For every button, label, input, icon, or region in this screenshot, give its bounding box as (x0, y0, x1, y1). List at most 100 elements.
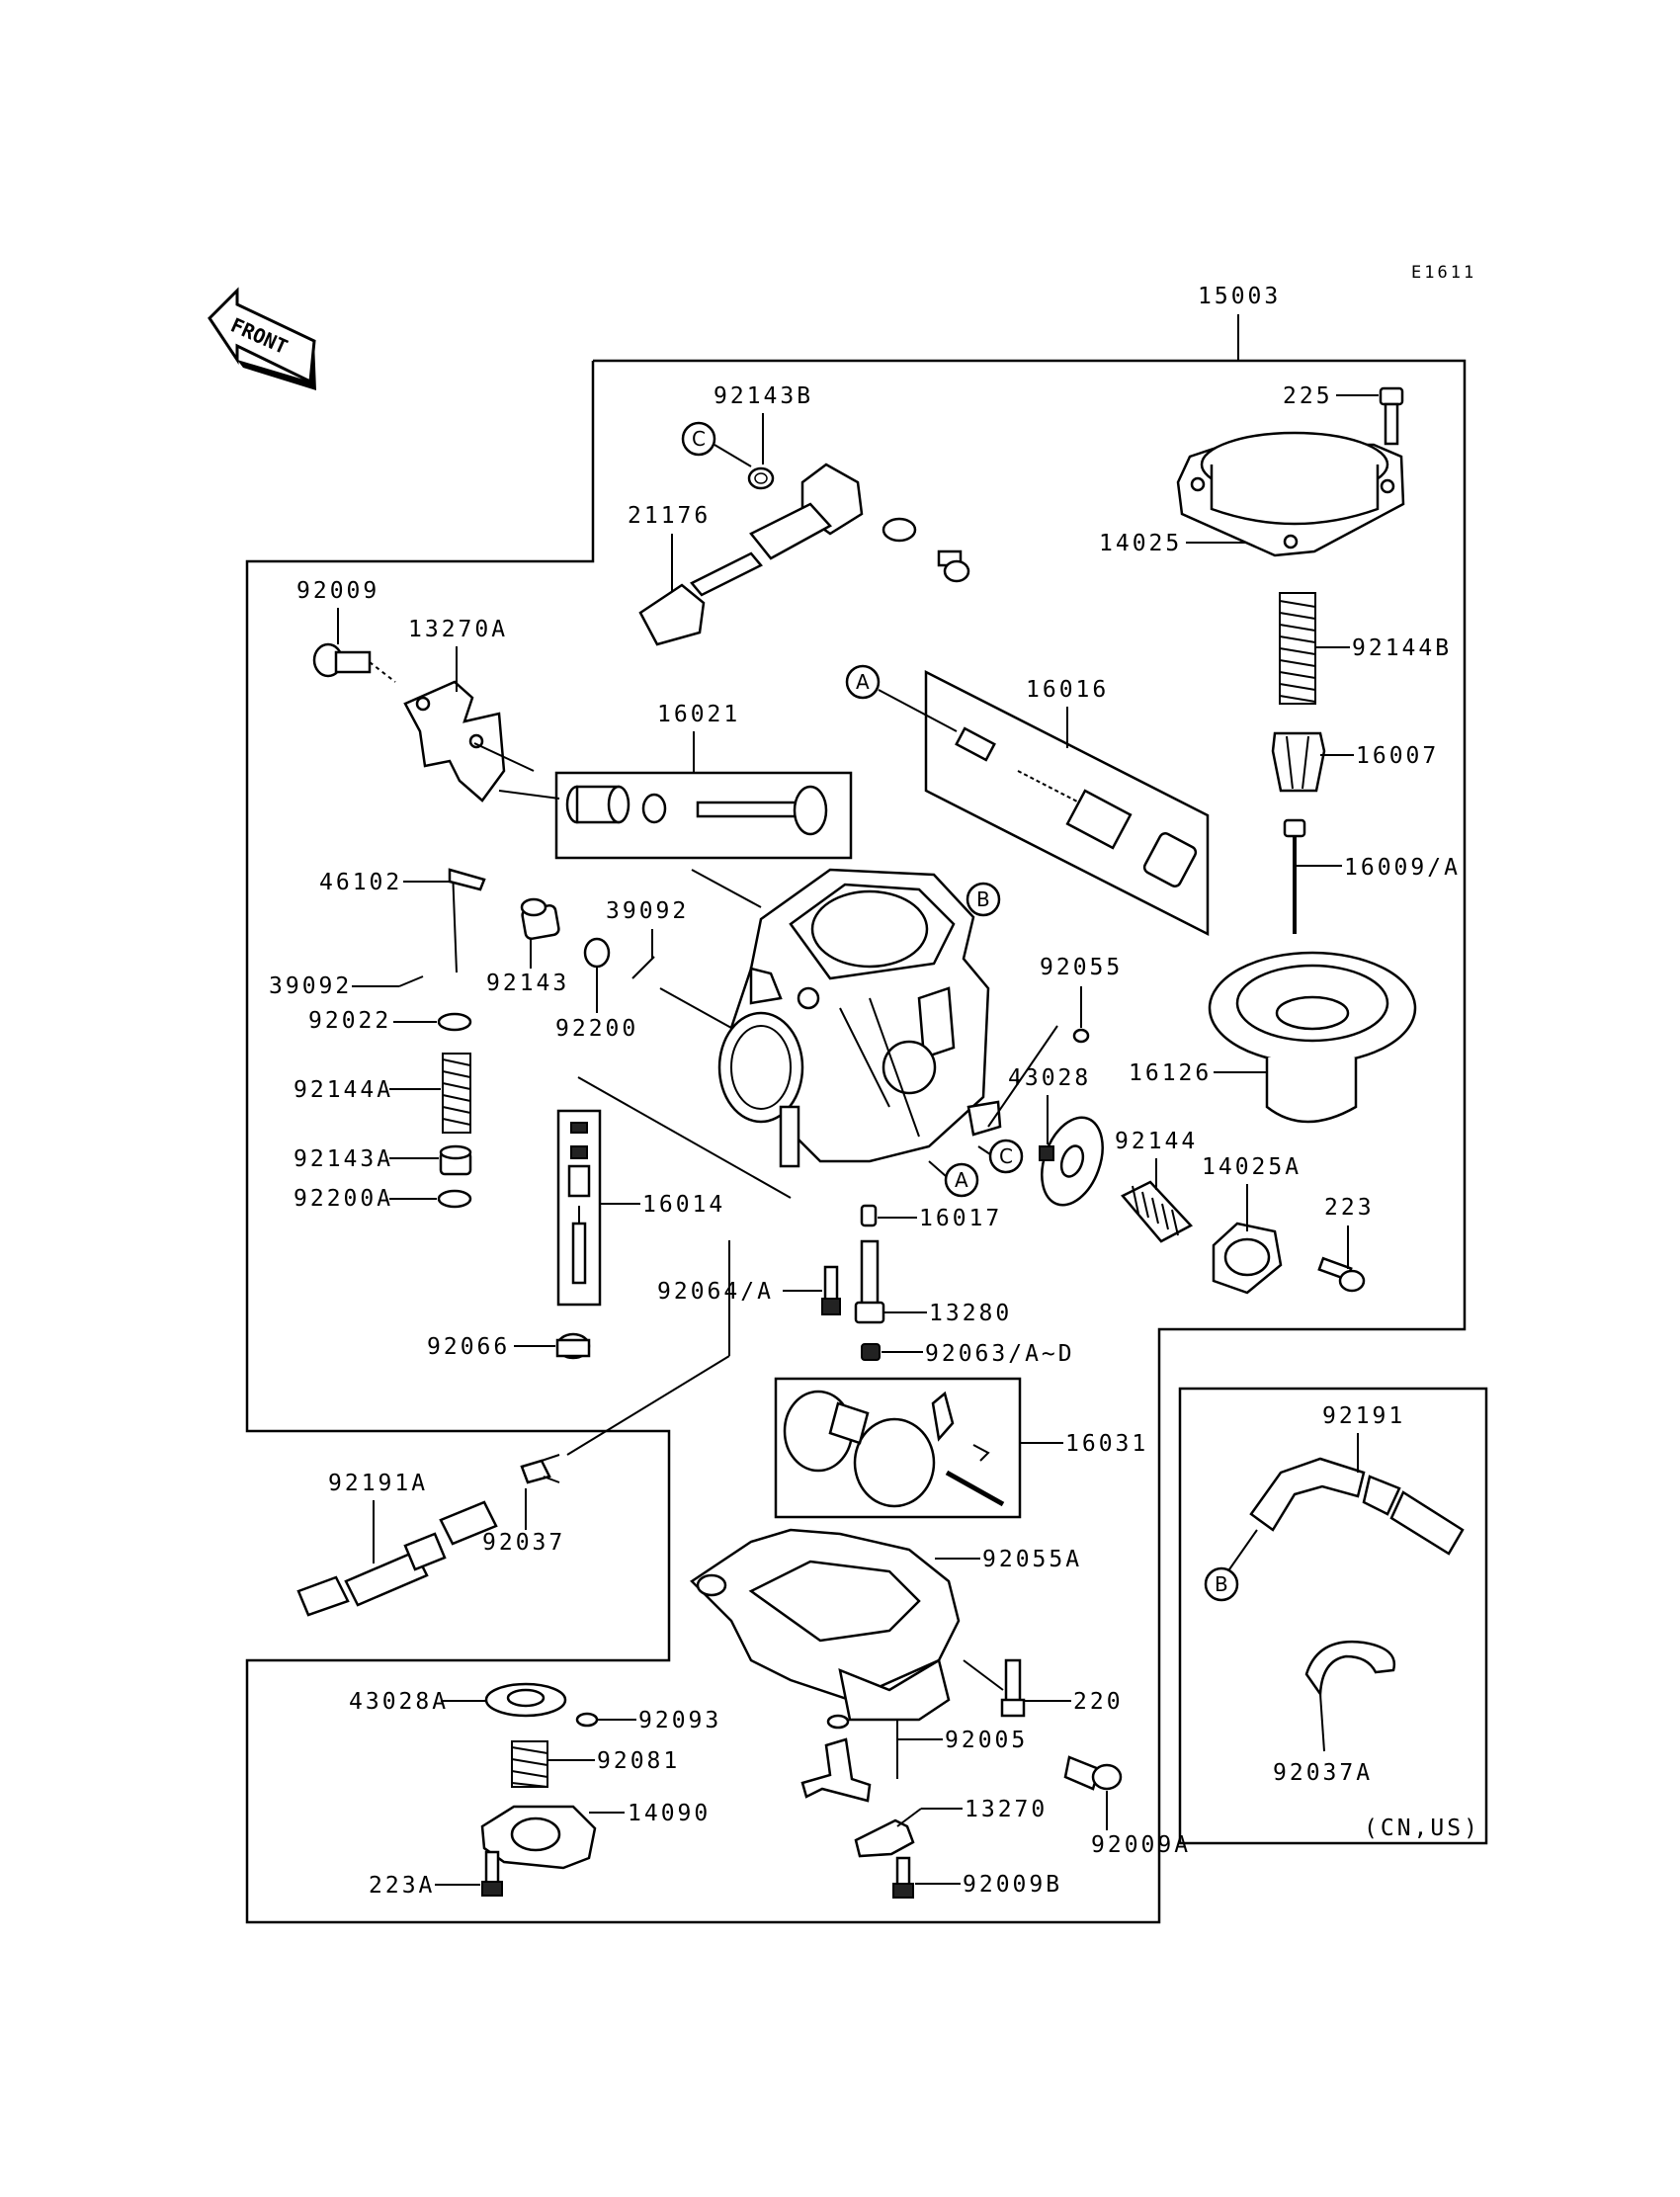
label-92063A: 92063/A~D (925, 1341, 1075, 1367)
spring-16021 (565, 785, 630, 824)
jet-16017 (860, 1204, 878, 1227)
label-92066: 92066 (427, 1334, 510, 1360)
label-92037A: 92037A (1273, 1760, 1373, 1786)
label-92009A: 92009A (1091, 1832, 1191, 1858)
oring-92093 (575, 1712, 599, 1728)
front-arrow-icon: FRONT (208, 287, 316, 390)
label-39092-right: 39092 (606, 898, 689, 924)
label-16021: 16021 (657, 702, 740, 727)
cover-14090 (480, 1805, 597, 1870)
diaphragm-43028A (484, 1682, 567, 1718)
washer-16021 (641, 793, 667, 824)
callout-c-label: C (692, 427, 706, 451)
washer-92022 (437, 1012, 472, 1032)
callout-b-region (1204, 1566, 1239, 1602)
clamp-92037A (1304, 1640, 1396, 1698)
screw-92064 (821, 1265, 841, 1315)
assembly-number: 15003 (1198, 284, 1281, 309)
label-16126: 16126 (1129, 1060, 1212, 1086)
box-16031 (774, 1377, 1022, 1519)
rod-46102 (448, 868, 486, 973)
washer-92200 (583, 937, 611, 969)
callout-c-label-carb: C (999, 1144, 1013, 1168)
label-92144: 92144 (1115, 1129, 1198, 1154)
float-bowl (690, 1528, 961, 1722)
carburetor-body (717, 868, 1002, 1168)
label-92144B: 92144B (1352, 635, 1452, 661)
label-16014: 16014 (642, 1192, 725, 1218)
jet-92063 (861, 1343, 881, 1361)
label-14025A: 14025A (1202, 1154, 1302, 1180)
spring-92144B (1279, 592, 1316, 705)
label-14025: 14025 (1099, 531, 1182, 556)
callout-a-label-carb: A (955, 1168, 968, 1192)
oring-92055 (1072, 1028, 1090, 1044)
callout-a-label-top: A (856, 670, 870, 694)
screw-92009A (1063, 1755, 1123, 1791)
label-92143B: 92143B (714, 383, 813, 409)
label-14090: 14090 (628, 1801, 711, 1826)
diaphragm-16126 (1208, 951, 1417, 1124)
clip-92037 (520, 1454, 560, 1484)
label-39092-left: 39092 (269, 973, 352, 999)
spring-92144 (1121, 1180, 1194, 1243)
valve-43028 (1039, 1116, 1104, 1207)
label-223A: 223A (369, 1873, 435, 1899)
cover-14025 (1176, 431, 1405, 557)
screw-92009 (312, 642, 396, 683)
lever-21176 (638, 463, 864, 646)
screw-223A (481, 1850, 503, 1897)
label-92005: 92005 (945, 1728, 1028, 1753)
callout-b-label: B (976, 887, 990, 911)
jets-16014 (567, 1122, 591, 1285)
spring-92081 (511, 1740, 548, 1788)
label-92200A: 92200A (294, 1186, 393, 1212)
label-223: 223 (1324, 1195, 1375, 1221)
region-frame (1178, 1387, 1488, 1845)
needle-16009 (1283, 818, 1306, 934)
label-220: 220 (1073, 1689, 1124, 1715)
label-16009A: 16009/A (1344, 855, 1461, 881)
bracket-13270A (403, 680, 506, 803)
float-16031 (783, 1390, 1005, 1508)
label-92081: 92081 (597, 1748, 680, 1774)
label-92143A: 92143A (294, 1146, 393, 1172)
screw-92009B (892, 1856, 914, 1899)
label-92009: 92009 (296, 578, 379, 604)
label-92144A: 92144A (294, 1077, 393, 1103)
label-92009B: 92009B (963, 1872, 1062, 1898)
fitting-92005 (800, 1714, 872, 1803)
label-13270: 13270 (965, 1797, 1048, 1822)
cap-92143A (439, 1144, 472, 1176)
label-43028: 43028 (1008, 1065, 1091, 1091)
box-16014 (556, 1109, 602, 1307)
label-92093: 92093 (638, 1708, 721, 1733)
hose-92191 (1249, 1457, 1465, 1556)
callout-b-carb (966, 882, 1001, 917)
hose-92191A (296, 1500, 498, 1617)
label-92022: 92022 (308, 1008, 391, 1034)
screw-225 (1379, 386, 1404, 446)
label-92064A: 92064/A (657, 1279, 774, 1305)
label-92143: 92143 (486, 971, 569, 996)
screw-223 (1317, 1256, 1366, 1293)
region-note: (CN,US) (1364, 1816, 1480, 1841)
cap-92143 (520, 897, 560, 941)
jet-13280 (854, 1239, 885, 1324)
callout-a-carb (944, 1162, 979, 1198)
label-92200: 92200 (555, 1016, 638, 1042)
box-16021 (554, 771, 853, 860)
nut-92066 (555, 1332, 591, 1360)
label-43028A: 43028A (349, 1689, 449, 1715)
callout-b-label-region: B (1215, 1572, 1228, 1596)
label-92191: 92191 (1322, 1403, 1405, 1429)
washer-top (882, 517, 917, 543)
label-92037: 92037 (482, 1530, 565, 1556)
assembly-frame (245, 359, 1467, 1924)
diagram-code: E1611 (1411, 263, 1476, 283)
pin-39092-right (631, 956, 655, 979)
screw-220 (1000, 1658, 1026, 1718)
label-92191A: 92191A (328, 1471, 428, 1496)
pin-39092-left (398, 975, 424, 987)
label-13280: 13280 (929, 1301, 1012, 1326)
